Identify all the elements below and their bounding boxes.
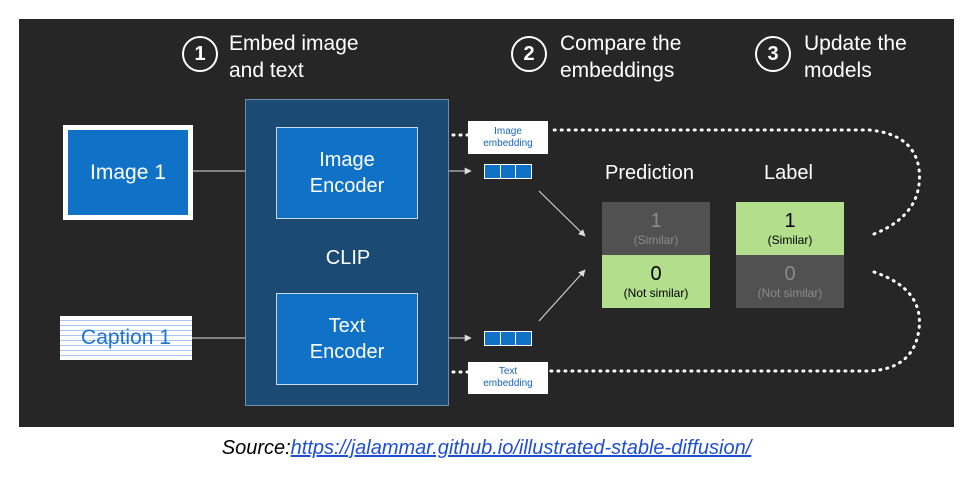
image-embedding-label: Image embedding xyxy=(468,121,548,154)
step-2-line-1: Compare the xyxy=(560,32,682,55)
step-2-label: Compare the embeddings xyxy=(560,30,681,84)
feedback-loop-upper xyxy=(547,128,921,236)
prediction-similar-value: 1 xyxy=(650,209,662,232)
text-embedding-to-compare-arrow xyxy=(538,269,586,322)
source-caption: Source:https://jalammar.github.io/illust… xyxy=(0,437,973,460)
image-input-label: Image 1 xyxy=(68,130,188,215)
caption-input-card: Caption 1 xyxy=(60,316,192,360)
text-embedding-vector xyxy=(484,331,532,346)
text-embedding-label: Text embedding xyxy=(468,362,548,394)
label-similar-value: 1 xyxy=(784,209,796,232)
prediction-similar-cell: 1 (Similar) xyxy=(602,202,710,255)
prediction-not-similar-value: 0 xyxy=(650,262,662,285)
step-3-line-1: Update the xyxy=(804,32,907,55)
source-prefix: Source: xyxy=(221,437,291,459)
label-header: Label xyxy=(764,162,813,184)
text-embedding-line-1: Text xyxy=(498,366,518,377)
text-encoder-line-2: Encoder xyxy=(309,341,385,363)
image-embedding-line-2: embedding xyxy=(483,137,533,149)
label-similar-text: (Similar) xyxy=(767,232,813,247)
step-1-label: Embed image and text xyxy=(229,30,359,84)
label-not-similar-cell: 0 (Not similar) xyxy=(736,255,844,308)
text-encoder: Text Encoder xyxy=(276,293,418,385)
image-embedding-to-compare-arrow xyxy=(538,190,586,237)
text-encoder-line-1: Text xyxy=(328,315,366,337)
image-input-card: Image 1 xyxy=(63,125,193,220)
image-encoder-line-1: Image xyxy=(319,149,375,171)
prediction-header: Prediction xyxy=(605,162,694,184)
prediction-not-similar-cell: 0 (Not similar) xyxy=(602,255,710,308)
step-3-label: Update the models xyxy=(804,30,907,84)
prediction-not-similar-text: (Not similar) xyxy=(623,285,689,300)
step-2-badge: 2 xyxy=(511,36,547,72)
feedback-loop-lower xyxy=(547,270,921,373)
clip-label: CLIP xyxy=(325,247,371,269)
label-not-similar-text: (Not similar) xyxy=(757,285,823,300)
prediction-similar-text: (Similar) xyxy=(633,232,679,247)
source-link[interactable]: https://jalammar.github.io/illustrated-s… xyxy=(290,437,752,459)
clip-model-box: Image Encoder CLIP Text Encoder xyxy=(245,99,449,406)
label-similar-cell: 1 (Similar) xyxy=(736,202,844,255)
step-3-badge: 3 xyxy=(755,36,791,72)
step-1-line-2: and text xyxy=(229,59,304,82)
step-3-line-2: models xyxy=(804,59,872,82)
text-embedding-line-2: embedding xyxy=(483,378,533,389)
step-1-badge: 1 xyxy=(182,36,218,72)
diagram-panel: 1 Embed image and text 2 Compare the emb… xyxy=(19,19,954,427)
image-embedding-vector xyxy=(484,164,532,179)
step-2-line-2: embeddings xyxy=(560,59,675,82)
step-1-line-1: Embed image xyxy=(229,32,359,55)
image-encoder: Image Encoder xyxy=(276,127,418,219)
label-not-similar-value: 0 xyxy=(784,262,796,285)
image-encoder-line-2: Encoder xyxy=(309,175,385,197)
image-embedding-line-1: Image xyxy=(494,125,522,137)
